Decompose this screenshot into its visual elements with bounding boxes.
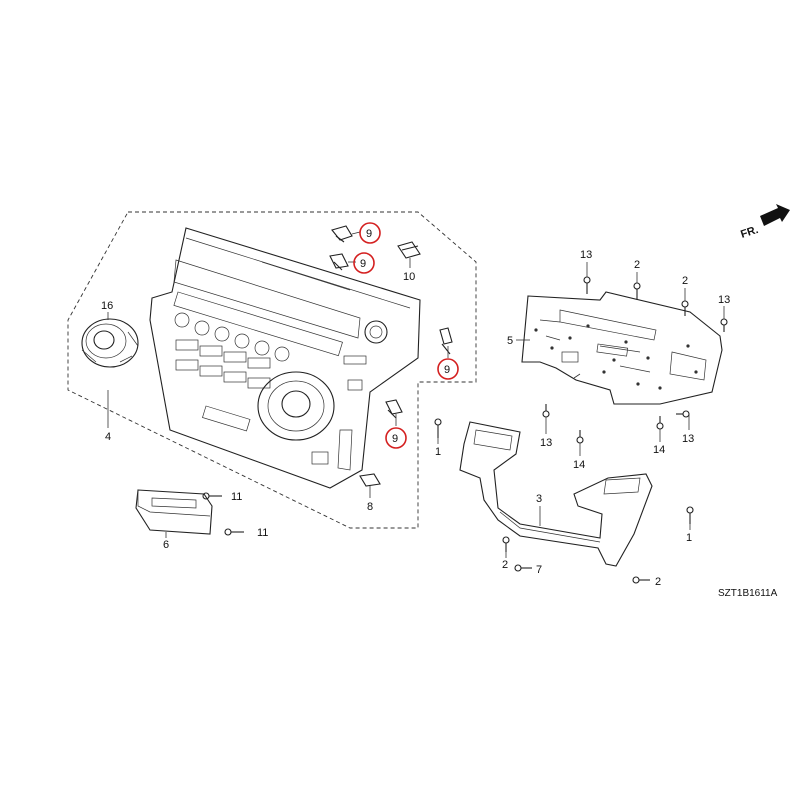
clip-9c (439, 327, 453, 355)
callout-16: 16 (101, 300, 113, 312)
callout-9a: 9 (366, 228, 372, 240)
callout-1a: 1 (435, 446, 441, 458)
callout-2d: 2 (655, 576, 661, 588)
screw-11a (202, 492, 222, 500)
leader-lines (107, 231, 725, 558)
clip-9d (385, 399, 403, 419)
knob (81, 318, 139, 368)
callout-1b: 1 (686, 532, 692, 544)
front-direction-arrow (760, 204, 790, 226)
highlight-circle-9a (359, 222, 381, 244)
diagram-code: SZT1B1611A (718, 588, 778, 599)
audio-panel (149, 227, 421, 489)
clip-8 (359, 473, 381, 487)
callout-5: 5 (507, 335, 513, 347)
callout-6: 6 (163, 539, 169, 551)
circuit-board (521, 291, 723, 405)
screw-11b (224, 528, 244, 536)
callout-2b: 2 (682, 275, 688, 287)
front-direction-label: FR. (739, 224, 760, 241)
callout-11a: 11 (231, 491, 242, 503)
board-screws (542, 276, 728, 444)
switch-module (135, 489, 213, 535)
callout-2a: 2 (634, 259, 640, 271)
clip-9b (329, 253, 349, 271)
bracket-screws (434, 418, 694, 584)
callout-13b: 13 (718, 294, 730, 306)
callout-9d: 9 (392, 433, 398, 445)
callout-9c: 9 (444, 364, 450, 376)
callout-10: 10 (403, 271, 415, 283)
assembly-boundary (67, 211, 477, 529)
callout-8: 8 (367, 501, 373, 513)
highlight-circle-9d (385, 427, 407, 449)
callout-14a: 14 (573, 459, 585, 471)
callout-13d: 13 (682, 433, 694, 445)
callout-13a: 13 (580, 249, 592, 261)
clip-9a (331, 225, 353, 243)
clip-10 (397, 241, 421, 259)
callout-3: 3 (536, 493, 542, 505)
callout-4: 4 (105, 431, 111, 443)
highlight-circle-9b (353, 252, 375, 274)
callout-13c: 13 (540, 437, 552, 449)
callout-11b: 11 (257, 527, 268, 539)
callout-14b: 14 (653, 444, 665, 456)
bracket (459, 421, 653, 567)
callout-7: 7 (536, 564, 542, 576)
callout-2c: 2 (502, 559, 508, 571)
callout-9b: 9 (360, 258, 366, 270)
highlight-circle-9c (437, 358, 459, 380)
